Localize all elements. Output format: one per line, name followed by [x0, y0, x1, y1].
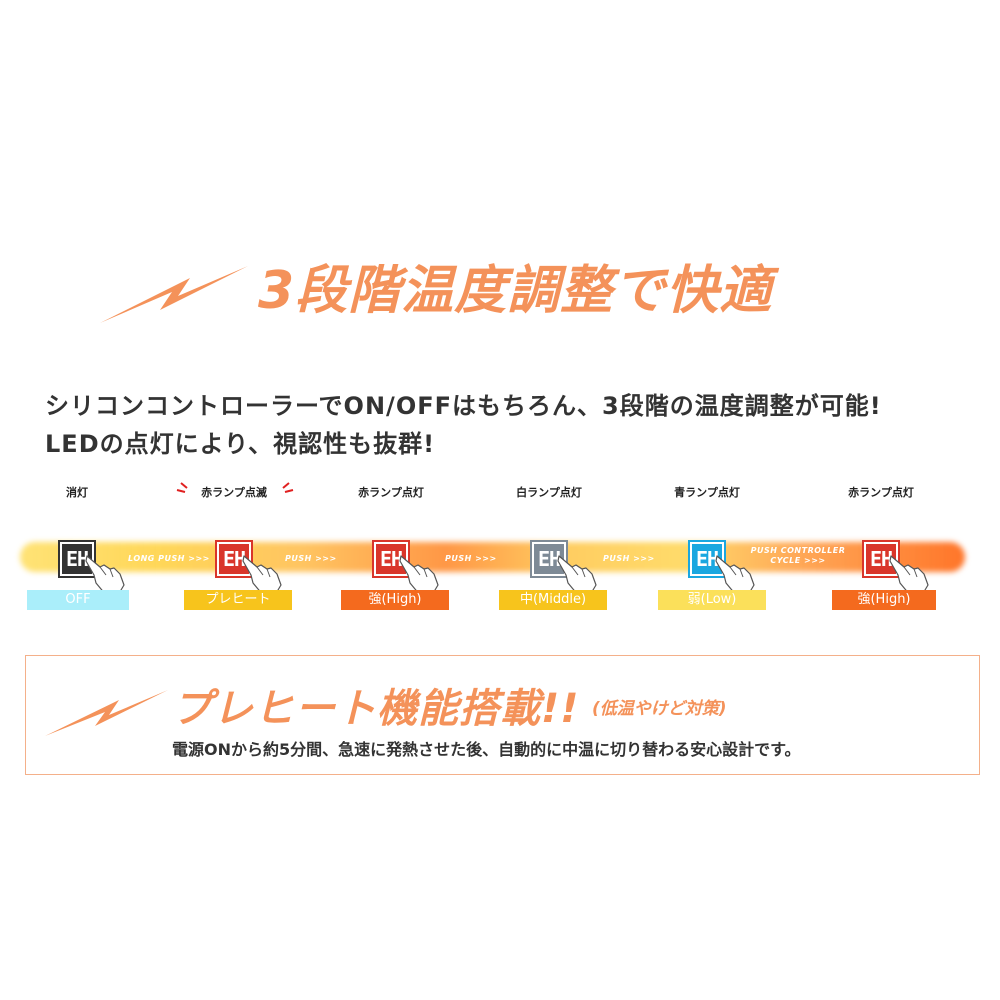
mode-label: 弱(Low): [658, 590, 766, 610]
hand-pointer-icon: [85, 555, 125, 596]
callout-pointer: [843, 500, 919, 510]
mode-label: OFF: [27, 590, 129, 610]
callout-3: 赤ランプ点灯: [358, 486, 424, 499]
glow-band: [20, 542, 965, 572]
preheat-subtitle: (低温やけど対策): [592, 699, 727, 719]
preheat-title: プレヒート機能搭載!!: [172, 686, 580, 732]
preheat-description: 電源ONから約5分間、急速に発熱させた後、自動的に中温に切り替わる安心設計です。: [172, 740, 801, 759]
mode-label: 中(Middle): [499, 590, 607, 610]
hand-pointer-icon: [715, 555, 755, 596]
callout-pointer: [39, 500, 115, 510]
page-title: 3段階温度調整で快適: [258, 261, 773, 321]
arrow-label: PUSH >>>: [285, 554, 337, 563]
description-line-1: シリコンコントローラーでON/OFFはもちろん、3段階の温度調整が可能!: [45, 392, 882, 420]
description-line-2: LEDの点灯により、視認性も抜群!: [45, 430, 436, 458]
hand-pointer-icon: [557, 555, 597, 596]
arrow-label: PUSH >>>: [445, 554, 497, 563]
mode-label: 強(High): [341, 590, 449, 610]
lightning-bolt-icon: [45, 690, 168, 736]
callout-pointer: [353, 500, 429, 510]
callout-pointer: [669, 500, 745, 510]
callout-2: 赤ランプ点滅: [201, 486, 267, 499]
callout-pointer: [196, 500, 272, 510]
mode-label: プレヒート: [184, 590, 292, 610]
arrow-label: LONG PUSH >>>: [128, 554, 210, 563]
blink-marks-icon: [176, 482, 294, 493]
callout-pointer: [511, 500, 587, 510]
hand-pointer-icon: [242, 555, 282, 596]
controller-panel[interactable]: EH: [688, 540, 726, 578]
panel-letters: EH: [692, 544, 722, 574]
callout-6: 赤ランプ点灯: [848, 486, 914, 499]
hand-pointer-icon: [399, 555, 439, 596]
preheat-section: [25, 655, 980, 775]
callout-5: 青ランプ点灯: [674, 486, 740, 499]
callout-1: 消灯: [66, 486, 88, 499]
lightning-bolt-icon: [100, 266, 248, 323]
arrow-label: PUSH >>>: [603, 554, 655, 563]
hand-pointer-icon: [889, 555, 929, 596]
mode-label: 強(High): [832, 590, 936, 610]
arrow-label: PUSH CONTROLLER CYCLE >>>: [750, 546, 846, 565]
callout-4: 白ランプ点灯: [516, 486, 582, 499]
